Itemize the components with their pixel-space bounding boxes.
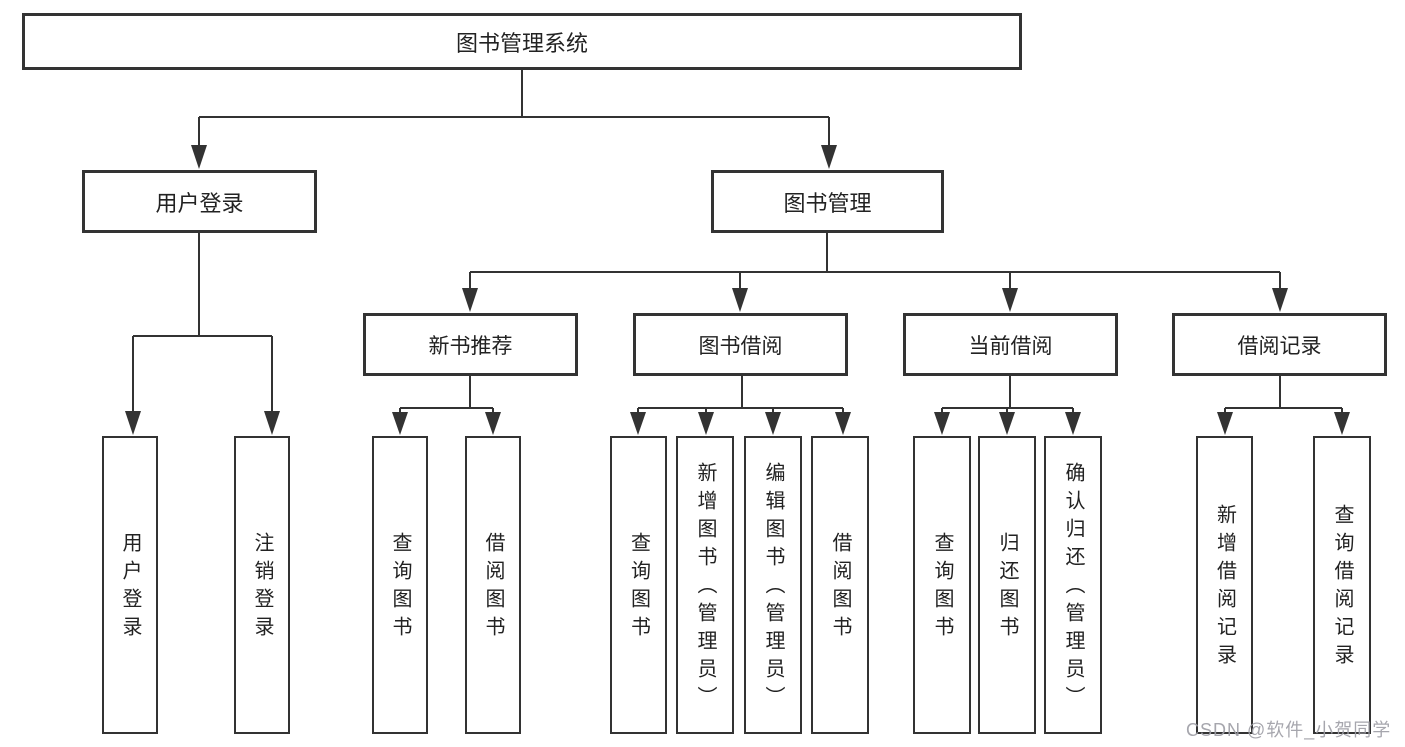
- node-leaf-borrow-books: 借阅图书: [811, 436, 869, 734]
- node-leaf-query-books-borrow: 查询图书: [610, 436, 667, 734]
- arrow-down-icon: [934, 412, 950, 435]
- node-leaf-query-books-current: 查询图书: [913, 436, 971, 734]
- node-leaf-logout: 注销登录: [234, 436, 290, 734]
- connector-bookmgmt-to-level3: [469, 233, 1281, 290]
- connector-bookborrow-to-children: [637, 376, 844, 413]
- watermark: CSDN @软件_小贺同学: [1186, 720, 1392, 740]
- node-user-login: 用户登录: [82, 170, 317, 233]
- arrow-down-icon: [765, 412, 781, 435]
- node-leaf-borrow-books-recommend: 借阅图书: [465, 436, 521, 734]
- arrow-down-icon: [485, 412, 501, 435]
- connector-records-to-children: [1224, 376, 1343, 413]
- node-leaf-add-borrow-record: 新增借阅记录: [1196, 436, 1253, 734]
- arrow-down-icon: [1002, 288, 1018, 312]
- node-leaf-query-borrow-record: 查询借阅记录: [1313, 436, 1371, 734]
- node-book-borrow: 图书借阅: [633, 313, 848, 376]
- arrow-down-icon: [1065, 412, 1081, 435]
- arrow-down-icon: [392, 412, 408, 435]
- node-leaf-user-login: 用户登录: [102, 436, 158, 734]
- connector-userlogin-to-children: [132, 233, 273, 412]
- node-leaf-confirm-return-admin: 确认归还（管理员）: [1044, 436, 1102, 734]
- arrow-down-icon: [630, 412, 646, 435]
- arrow-down-icon: [1217, 412, 1233, 435]
- arrow-down-icon: [835, 412, 851, 435]
- connector-currentborrow-to-children: [941, 376, 1074, 413]
- connector-root-to-level2: [198, 70, 830, 146]
- arrow-down-icon: [191, 145, 207, 169]
- arrow-down-icon: [264, 411, 280, 435]
- node-leaf-add-books-admin: 新增图书（管理员）: [676, 436, 734, 734]
- node-library-management-system: 图书管理系统: [22, 13, 1022, 70]
- arrow-down-icon: [698, 412, 714, 435]
- arrow-down-icon: [125, 411, 141, 435]
- connector-newbook-to-children: [399, 376, 494, 413]
- node-leaf-query-books-recommend: 查询图书: [372, 436, 428, 734]
- node-book-management: 图书管理: [711, 170, 944, 233]
- arrow-down-icon: [1272, 288, 1288, 312]
- node-leaf-return-books: 归还图书: [978, 436, 1036, 734]
- node-borrow-records: 借阅记录: [1172, 313, 1387, 376]
- arrow-down-icon: [462, 288, 478, 312]
- arrowheads: [125, 145, 1350, 435]
- node-leaf-edit-books-admin: 编辑图书（管理员）: [744, 436, 802, 734]
- arrow-down-icon: [1334, 412, 1350, 435]
- arrow-down-icon: [732, 288, 748, 312]
- arrow-down-icon: [999, 412, 1015, 435]
- node-new-book-recommend: 新书推荐: [363, 313, 578, 376]
- node-current-borrow: 当前借阅: [903, 313, 1118, 376]
- arrow-down-icon: [821, 145, 837, 169]
